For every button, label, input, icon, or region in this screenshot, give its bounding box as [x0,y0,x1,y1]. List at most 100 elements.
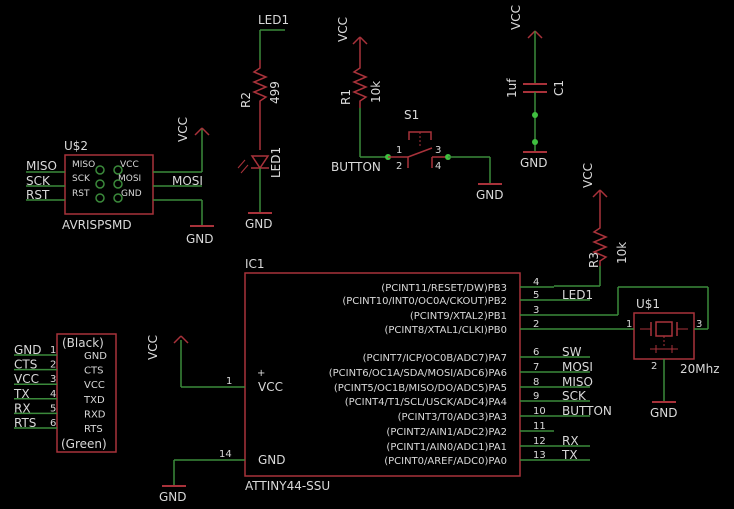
ftdi-net-label: RTS [14,416,36,430]
button-net-label: BUTTON [331,160,381,174]
s1-pin1: 1 [396,145,402,156]
ftdi-net-label: GND [14,343,42,357]
u2-pin-gnd: GND [121,189,142,199]
c1-branch: VCC 1uf C1 GND [505,5,566,170]
ic1-right-pins: (PCINT11/RESET/DW)PB34(PCINT10/INT0/OC0A… [329,277,612,467]
ftdi-green: (Green) [61,437,107,451]
u1-pin3: 3 [696,319,702,330]
gnd-s1-label: GND [476,188,504,202]
ic-pin-name: (PCINT0/AREF/ADC0)PA0 [384,456,507,467]
c1-label: C1 [552,80,566,96]
ftdi-pin-name: RXD [84,409,106,420]
s1-pin4: 4 [435,161,441,172]
ic-net-label: TX [561,448,578,462]
ic-pin-name: (PCINT2/AIN1/ADC2)PA2 [386,427,507,438]
ic-vcc-pin: VCC [258,380,283,394]
u2-pin-vcc: VCC [120,160,139,170]
r1-resistor [352,62,368,108]
ic1-body [244,272,521,477]
gnd-ic-label: GND [159,490,187,504]
ic-pin-name: (PCINT11/RESET/DW)PB3 [381,283,507,294]
r2-value: 499 [268,81,282,104]
ic-pin-name: (PCINT5/OC1B/MISO/DO/ADC5)PA5 [334,383,507,394]
ftdi-net-label: RX [14,401,31,415]
ic-pin-name: (PCINT8/XTAL1/CLKI)PB0 [384,325,507,336]
ic-pin14-num: 14 [219,449,232,460]
ic-pin-number: 7 [533,362,539,373]
ftdi-pin-number: 4 [50,389,56,400]
ic-net-label: LED1 [562,288,593,302]
gnd-u2-label: GND [186,232,214,246]
led1-net-label: LED1 [258,13,289,27]
miso-net: MISO [26,159,57,173]
u2-pin-sck: SCK [72,174,91,184]
ftdi-net-label: VCC [14,372,39,386]
r1-label: R1 [339,89,353,105]
ic-pin-name: (PCINT1/AIN0/ADC1)PA1 [386,442,507,453]
button-switch-branch: VCC R1 10k BUTTON S1 1 2 3 4 GND [331,17,504,202]
ic1-label: IC1 [245,257,265,271]
ic-pin-number: 8 [533,377,539,388]
u1-pin2: 2 [651,361,657,372]
ftdi-pin-name: CTS [84,366,103,377]
ic-pin-number: 9 [533,391,539,402]
ic-pin-number: 2 [533,319,539,330]
junction-c1-bottom [532,139,538,145]
junction-c1-top [532,112,538,118]
u2-pin-mosi: MOSI [118,174,141,184]
ic-pin-number: 11 [533,421,546,432]
ftdi-pin-number: 2 [50,360,56,371]
led1-label: LED1 [269,147,283,178]
u2-body [64,154,154,215]
u1-pin1: 1 [626,319,632,330]
u2-label: U$2 [64,139,88,153]
r3-value: 10k [615,242,629,264]
ftdi-pin-name: VCC [84,380,105,391]
u2-pin-miso: MISO [72,160,95,170]
ic-pin-name: (PCINT9/XTAL2)PB1 [410,311,507,322]
c1-value: 1uf [505,78,519,98]
vcc-ic-label: VCC [146,335,160,360]
ic1-attiny44: IC1 ATTINY44-SSU VCC 1 VCC + GND 14 GND … [146,257,612,504]
ic-pin-name: (PCINT7/ICP/OC0B/ADC7)PA7 [363,353,507,364]
ic-pin-number: 10 [533,406,546,417]
ic-pin-name: (PCINT4/T1/SCL/USCK/ADC4)PA4 [345,397,507,408]
r3-branch: VCC R3 10k [554,163,629,287]
crystal-u1: U$1 1 2 3 20Mhz GND [554,286,720,420]
ftdi-net-label: TX [13,387,30,401]
ic-gnd-pin: GND [258,453,286,467]
ftdi-pin-number: 3 [50,374,56,385]
ftdi-pin-name: RTS [84,424,103,435]
vcc-u2-label: VCC [176,117,190,142]
ic-plus-mark: + [257,368,265,379]
ftdi-body [56,333,117,453]
gnd-c1-label: GND [520,156,548,170]
led-resistor-branch: LED1 R2 499 LED1 GND [237,13,289,231]
ftdi-pin-name: TXD [83,395,105,406]
u1-label: U$1 [636,297,660,311]
ic-pin-name: (PCINT3/T0/ADC3)PA3 [398,412,507,423]
ic-pin-number: 3 [533,305,539,316]
avrisp-label: AVRISPSMD [62,218,132,232]
ic-pin-name: (PCINT6/OC1A/SDA/MOSI/ADC6)PA6 [329,368,507,379]
xtal-label: 20Mhz [680,362,720,376]
led1-diode-icon [250,155,270,170]
ftdi-black: (Black) [62,336,104,350]
s1-label: S1 [404,108,419,122]
ftdi-pin-name: GND [84,351,107,362]
r2-resistor [252,60,268,110]
s1-pin2: 2 [396,161,402,172]
sck-net: SCK [26,174,51,188]
ic-pin-number: 5 [533,290,539,301]
ic-pin-number: 13 [533,450,546,461]
s1-pin3: 3 [435,145,441,156]
ftdi-net-label: CTS [14,358,37,372]
ic-pin-name: (PCINT10/INT0/OC0A/CKOUT)PB2 [342,296,507,307]
vcc-r3-label: VCC [581,163,595,188]
avrisp-header: U$2 MISO SCK RST MISO SCK RST VCC MOSI G… [26,117,214,246]
vcc-c1-label: VCC [509,5,523,30]
u2-pin-rst: RST [72,189,90,199]
